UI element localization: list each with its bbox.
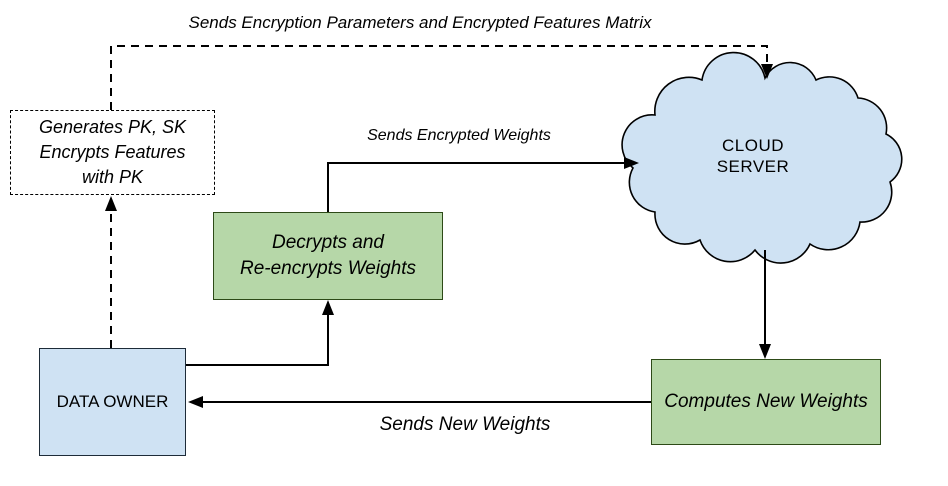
data-owner-box: DATA OWNER — [39, 348, 186, 456]
label-sends-encryption-parameters: Sends Encryption Parameters and Encrypte… — [188, 13, 652, 32]
label-sends-encrypted-weights: Sends Encrypted Weights — [367, 127, 551, 144]
key-generation-line: Encrypts Features — [39, 142, 186, 162]
arrowhead-into-decrypts-box — [322, 300, 334, 315]
cloud-server-label: CLOUD SERVER — [693, 135, 813, 177]
arrowhead-into-cloud-top — [761, 64, 773, 79]
cloud-server-line: SERVER — [716, 157, 790, 176]
edge-sends-encrypted-weights — [327, 162, 624, 212]
key-generation-line: Generates PK, SK — [38, 117, 187, 137]
data-owner-label: DATA OWNER — [56, 392, 169, 411]
arrowhead-into-cloud-left — [624, 157, 639, 169]
arrowhead-into-computes-box — [759, 344, 771, 359]
arrowhead-into-keygen-box — [105, 196, 117, 211]
label-sends-new-weights: Sends New Weights — [379, 414, 551, 435]
edge-data-owner-to-decrypts — [186, 315, 329, 366]
decrypt-reencrypt-line: Re-encrypts Weights — [240, 258, 416, 279]
key-generation-line: with PK — [81, 167, 144, 187]
key-generation-box: Generates PK, SK Encrypts Features with … — [10, 110, 215, 195]
cloud-server-line: CLOUD — [721, 136, 784, 155]
cloud-shape — [621, 51, 903, 264]
compute-weights-label: Computes New Weights — [664, 391, 868, 412]
arrowhead-into-data-owner — [188, 396, 203, 408]
compute-weights-box: Computes New Weights — [651, 359, 881, 445]
decrypt-reencrypt-box: Decrypts and Re-encrypts Weights — [213, 212, 443, 300]
decrypt-reencrypt-line: Decrypts and — [272, 232, 384, 253]
edge-sends-encryption-parameters — [110, 45, 768, 110]
